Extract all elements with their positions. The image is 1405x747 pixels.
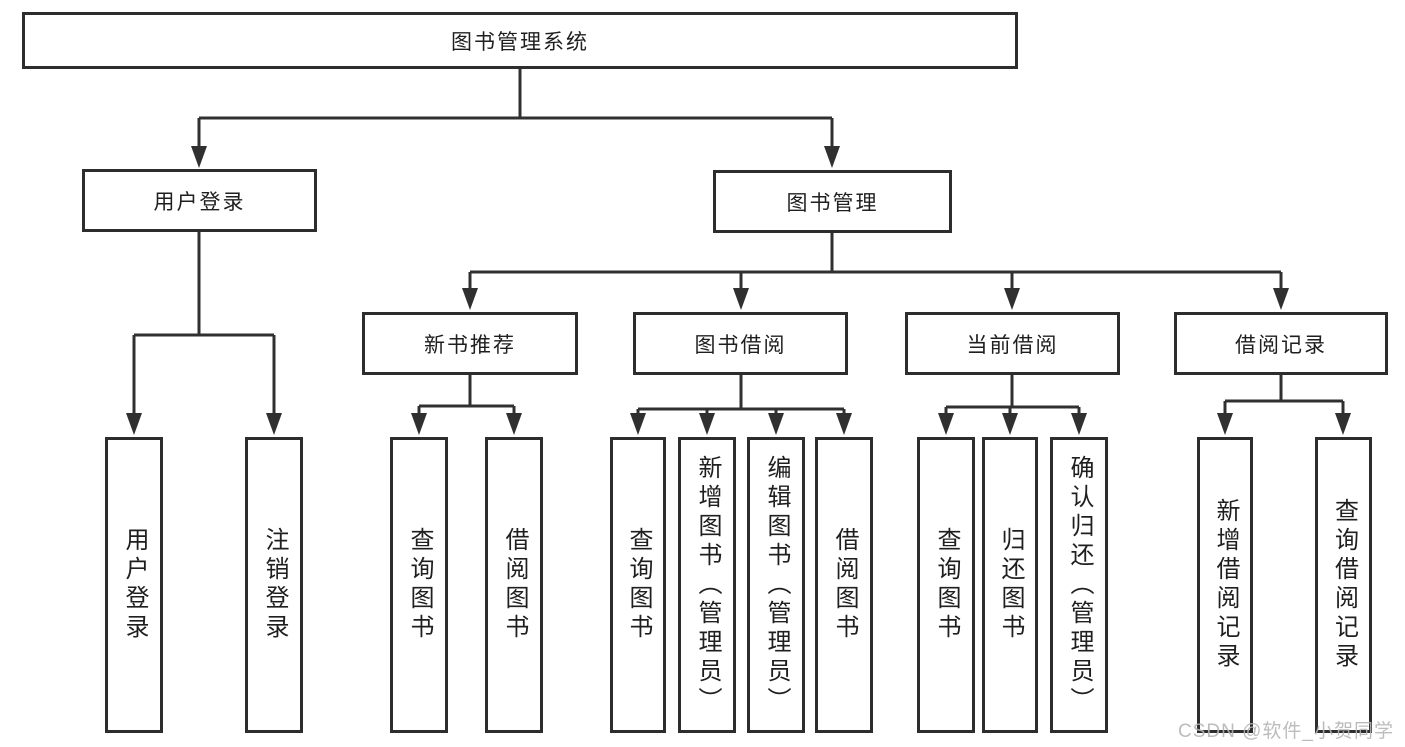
node-current-borrow: 当前借阅: [905, 312, 1120, 375]
leaf-current-query-books: 查询图书: [917, 437, 975, 733]
csdn-watermark: CSDN @软件_小贺同学: [1178, 721, 1394, 742]
leaf-query-borrow-record: 查询借阅记录: [1315, 437, 1372, 733]
leaf-logout: 注销登录: [245, 437, 303, 733]
node-book-borrow: 图书借阅: [633, 312, 848, 375]
leaf-return-books: 归还图书: [982, 437, 1038, 733]
leaf-user-login: 用户登录: [105, 437, 163, 733]
leaf-borrow-books: 借阅图书: [815, 437, 873, 733]
node-user-login: 用户登录: [82, 169, 317, 232]
node-borrow-record: 借阅记录: [1174, 312, 1388, 375]
node-root-system: 图书管理系统: [22, 12, 1018, 69]
leaf-recommend-query-books: 查询图书: [390, 437, 448, 733]
leaf-edit-books-admin: 编辑图书（管理员）: [747, 437, 805, 733]
leaf-recommend-borrow-books: 借阅图书: [485, 437, 543, 733]
node-book-management: 图书管理: [713, 170, 952, 233]
leaf-add-books-admin: 新增图书（管理员）: [678, 437, 736, 733]
leaf-add-borrow-record: 新增借阅记录: [1197, 437, 1253, 733]
leaf-borrow-query-books: 查询图书: [610, 437, 666, 733]
node-new-book-recommend: 新书推荐: [362, 312, 578, 375]
leaf-confirm-return-admin: 确认归还（管理员）: [1050, 437, 1108, 733]
